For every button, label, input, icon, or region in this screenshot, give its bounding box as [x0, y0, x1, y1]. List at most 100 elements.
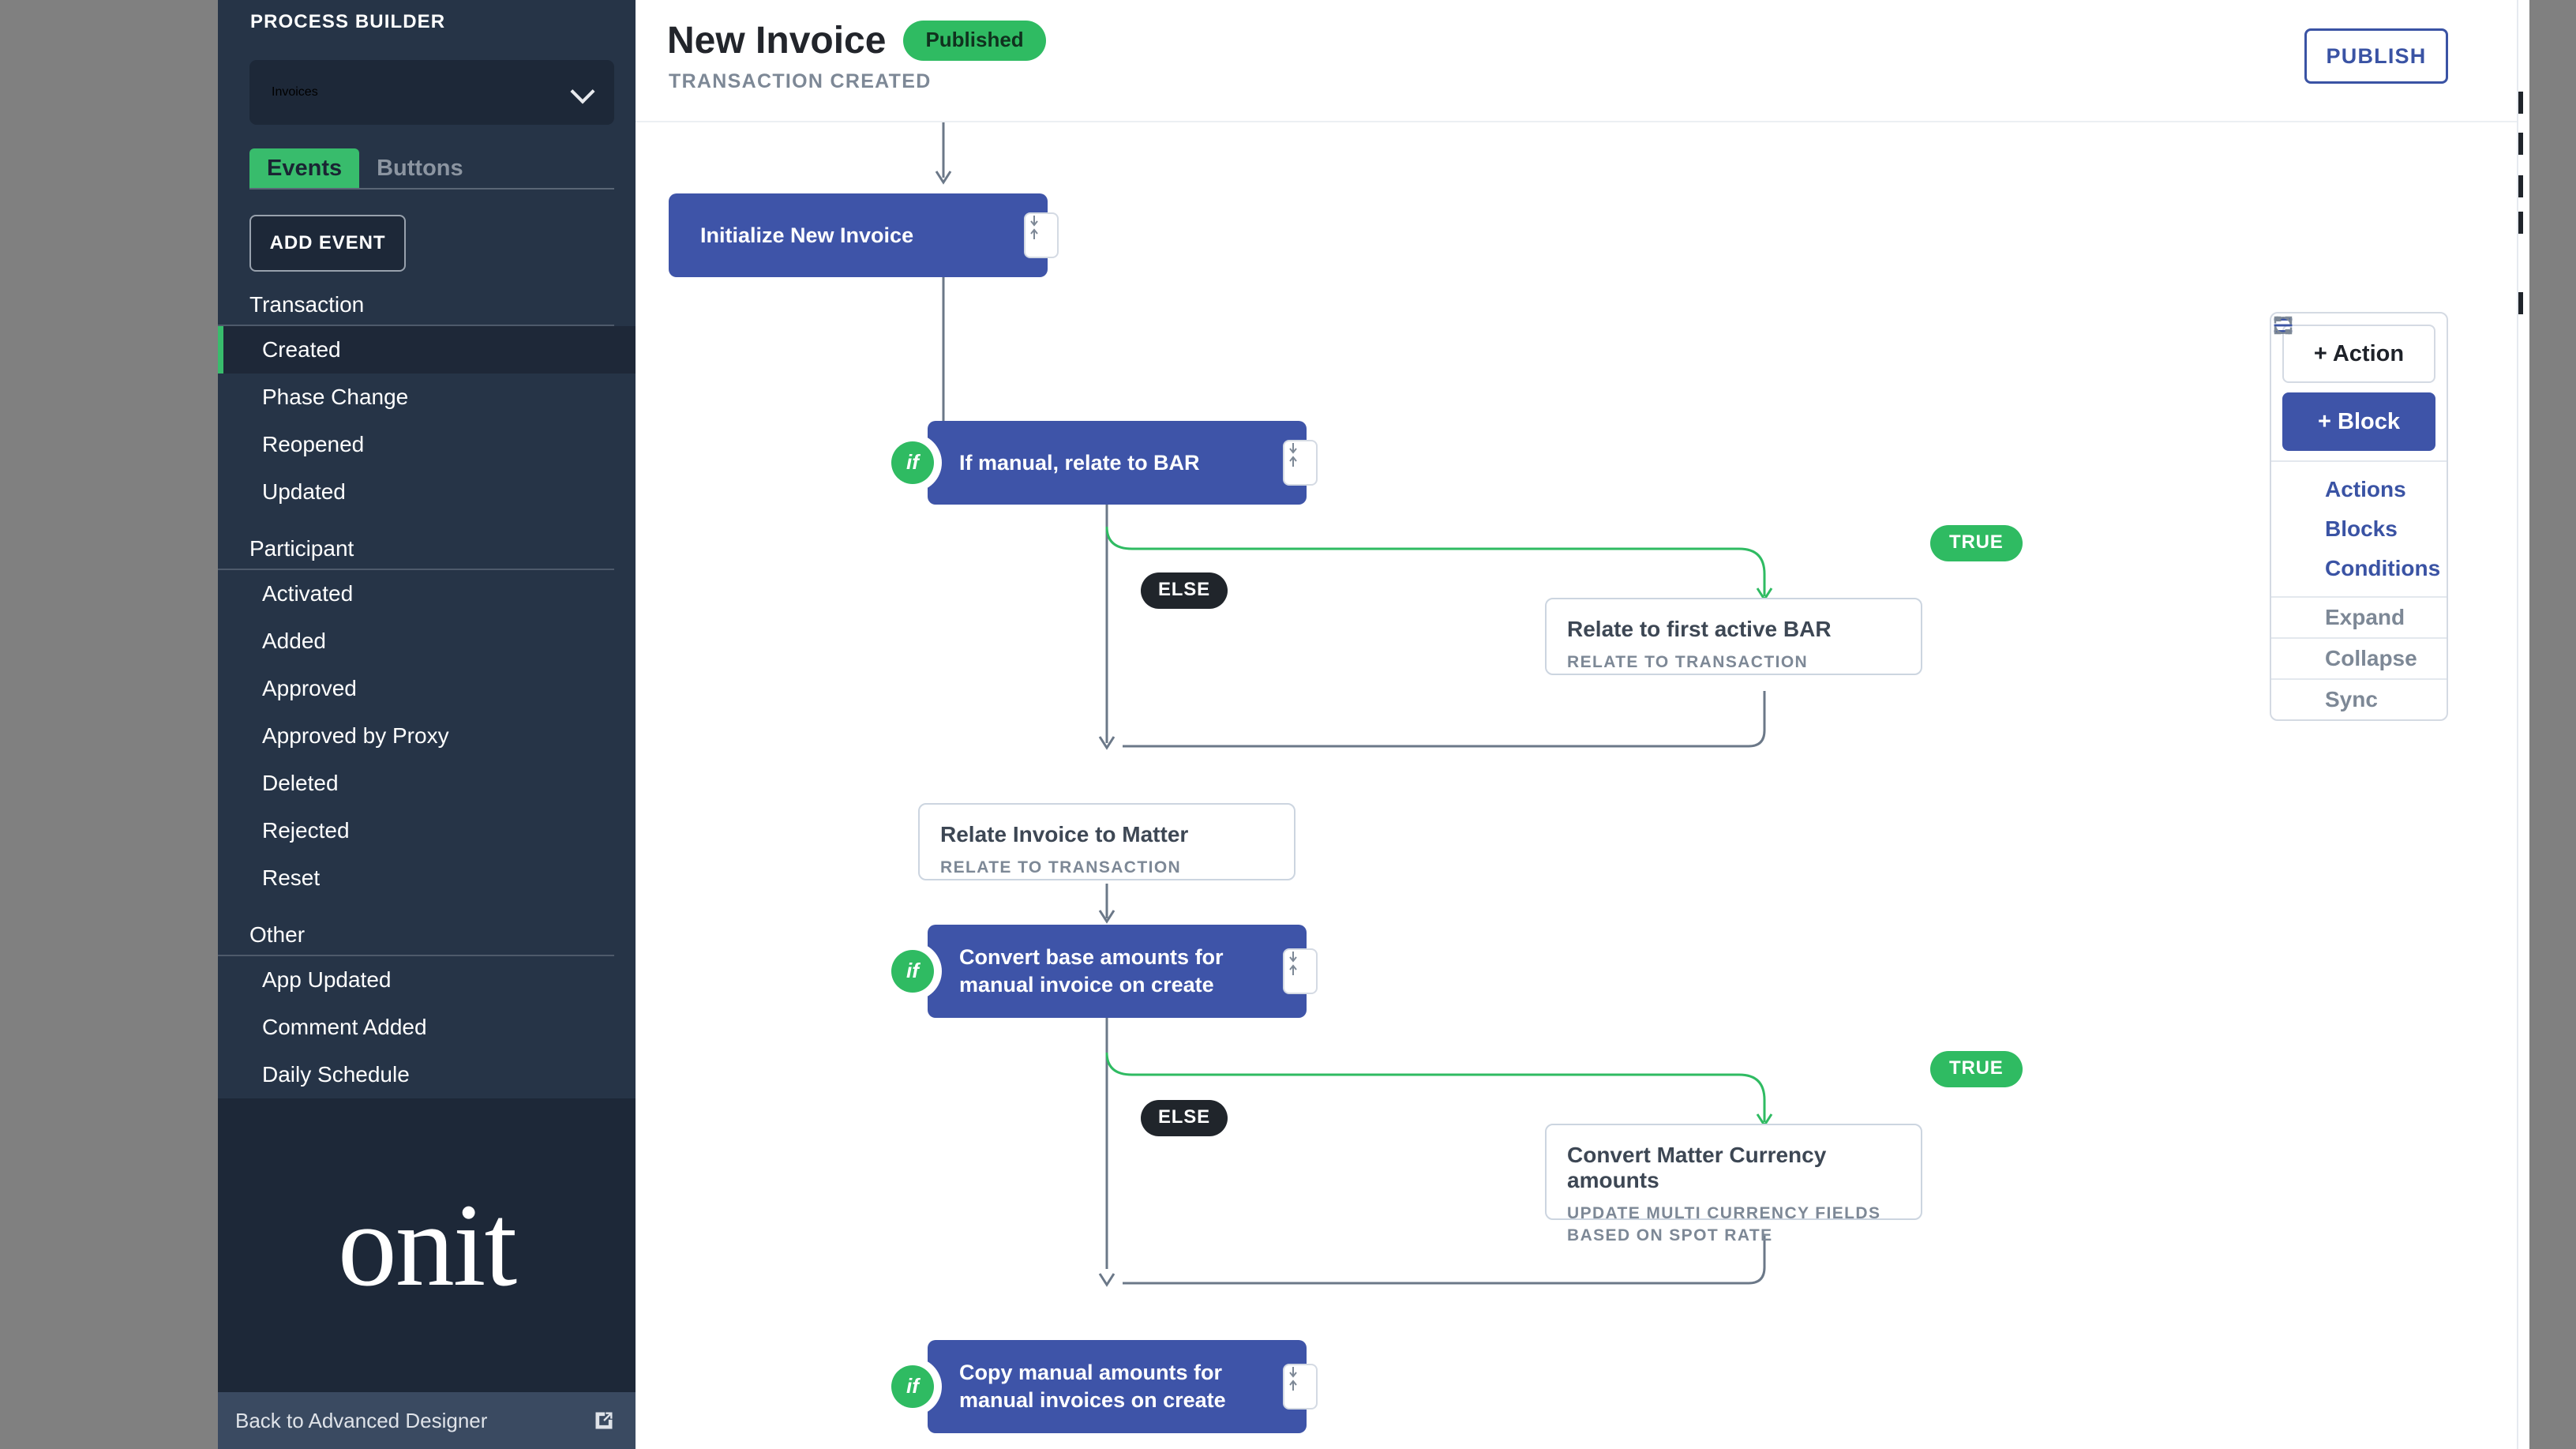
tab-buttons[interactable]: Buttons	[377, 156, 463, 181]
if-badge-icon: if	[891, 1365, 934, 1408]
external-link-icon	[593, 1410, 615, 1432]
actions-link[interactable]: Actions	[2271, 318, 2447, 509]
expand-button[interactable]: Expand	[2271, 316, 2447, 637]
sidebar-item-deleted[interactable]: Deleted	[262, 771, 339, 795]
sidebar-scroll-area: PROCESS BUILDER Invoices Events Buttons …	[218, 0, 636, 1392]
sidebar-item-updated[interactable]: Updated	[262, 479, 346, 504]
branch-pill-true: TRUE	[1930, 1051, 2023, 1087]
conditions-link[interactable]: Conditions	[2271, 318, 2447, 588]
if-badge-icon: if	[891, 441, 934, 484]
page-title: New Invoice	[667, 20, 887, 62]
add-event-button[interactable]: ADD EVENT	[249, 215, 406, 272]
sidebar-item-created[interactable]: Created	[218, 326, 636, 374]
collapse-label: Collapse	[2325, 646, 2417, 670]
sidebar-item-reset[interactable]: Reset	[262, 865, 321, 890]
flow-block-label: Convert base amounts for manual invoice …	[959, 945, 1224, 997]
sidebar-item-approved-by-proxy[interactable]: Approved by Proxy	[262, 723, 449, 748]
sidebar-item-approved[interactable]: Approved	[262, 676, 357, 700]
sidebar-tabs: Events Buttons	[249, 148, 614, 190]
back-link-label: Back to Advanced Designer	[235, 1408, 488, 1432]
sync-label: Sync	[2325, 687, 2378, 711]
flow-tool-panel: + Action + Block Actions Blocks	[2270, 312, 2448, 721]
expand-label: Expand	[2325, 605, 2405, 629]
flow-card-relate-to-first-active-bar[interactable]: Relate to first active BAR RELATE TO TRA…	[1545, 598, 1922, 675]
group-heading-participant: Participant	[218, 516, 614, 570]
flow-card-relate-invoice-to-matter[interactable]: Relate Invoice to Matter RELATE TO TRANS…	[918, 803, 1295, 880]
flow-card-title: Relate to first active BAR	[1567, 617, 1832, 641]
sidebar-item-activated[interactable]: Activated	[262, 581, 354, 606]
edge-mark	[2518, 133, 2523, 155]
edge-mark	[2518, 92, 2523, 114]
edge-mark	[2518, 292, 2523, 314]
list-icon	[2274, 318, 2312, 580]
flow-card-title: Relate Invoice to Matter	[940, 822, 1189, 847]
sync-row-wrap: Sync	[2271, 316, 2447, 719]
sync-icon	[2274, 316, 2312, 711]
title-row: New Invoice Published	[636, 0, 2529, 62]
collapse-icon	[2274, 316, 2312, 670]
list-icon	[2274, 318, 2312, 541]
tool-panel-links-section: Actions Blocks Conditions	[2271, 318, 2447, 598]
collapse-button[interactable]: Collapse	[2271, 316, 2447, 678]
sync-button[interactable]: Sync	[2271, 316, 2447, 719]
flow-block-copy-manual-amounts[interactable]: if Copy manual amounts for manual invoic…	[891, 1340, 1318, 1433]
flow-block-label: Initialize New Invoice	[700, 223, 914, 247]
flow-block-if-manual-relate-to-bar[interactable]: if If manual, relate to BAR	[891, 421, 1318, 505]
flow-card-convert-matter-currency-amounts[interactable]: Convert Matter Currency amounts UPDATE M…	[1545, 1124, 1922, 1244]
sidebar-item-comment-added[interactable]: Comment Added	[262, 1015, 427, 1039]
collapse-vertical-icon[interactable]	[1283, 1364, 1318, 1410]
branch-pill-else: ELSE	[1141, 1100, 1228, 1136]
blocks-link-label: Blocks	[2325, 516, 2398, 541]
back-to-advanced-designer-link[interactable]: Back to Advanced Designer	[218, 1392, 636, 1449]
app-window: PROCESS BUILDER Invoices Events Buttons …	[218, 0, 2529, 1449]
expand-icon	[2274, 316, 2312, 629]
onit-logo: onit	[218, 1098, 636, 1392]
blocks-link[interactable]: Blocks	[2271, 318, 2447, 549]
branch-pill-else: ELSE	[1141, 572, 1228, 609]
sidebar-item-rejected[interactable]: Rejected	[262, 818, 350, 843]
expand-row-wrap: Expand	[2271, 316, 2447, 639]
conditions-link-label: Conditions	[2325, 556, 2441, 580]
flow-block-label: Copy manual amounts for manual invoices …	[959, 1361, 1226, 1412]
branch-pill-true: TRUE	[1930, 525, 2023, 561]
flow-card-subtitle: UPDATE MULTI CURRENCY FIELDS BASED ON SP…	[1567, 1204, 1881, 1244]
flow-canvas[interactable]: Initialize New Invoice if If manual, rel…	[636, 122, 2529, 1449]
flow-block-convert-base-amounts[interactable]: if Convert base amounts for manual invoi…	[891, 925, 1318, 1018]
flow-card-subtitle: RELATE TO TRANSACTION	[1567, 653, 1809, 671]
group-heading-other: Other	[218, 902, 614, 956]
collapse-vertical-icon[interactable]	[1283, 440, 1318, 486]
collapse-vertical-icon[interactable]	[1024, 212, 1059, 258]
tab-events[interactable]: Events	[249, 148, 360, 188]
actions-link-label: Actions	[2325, 477, 2406, 501]
app-select[interactable]: Invoices	[249, 60, 614, 125]
collapse-vertical-icon[interactable]	[1283, 948, 1318, 994]
sidebar-item-phase-change[interactable]: Phase Change	[262, 385, 409, 409]
if-badge-icon: if	[891, 950, 934, 993]
add-action-button[interactable]: + Action	[2282, 325, 2435, 383]
edge-mark	[2518, 212, 2523, 234]
flow-card-title: Convert Matter Currency amounts	[1567, 1143, 1827, 1192]
add-block-button[interactable]: + Block	[2282, 392, 2435, 451]
publish-button[interactable]: PUBLISH	[2304, 28, 2448, 84]
list-icon	[2274, 318, 2312, 501]
main-area: New Invoice Published TRANSACTION CREATE…	[636, 0, 2529, 1449]
edge-mark	[2518, 175, 2523, 197]
sidebar-item-daily-schedule[interactable]: Daily Schedule	[262, 1062, 410, 1087]
flow-connectors	[935, 122, 1773, 1287]
flow-block-initialize-new-invoice[interactable]: Initialize New Invoice	[669, 193, 1059, 277]
chevron-down-icon	[572, 81, 594, 103]
sidebar-item-added[interactable]: Added	[262, 629, 326, 653]
group-heading-transaction: Transaction	[218, 272, 614, 326]
flow-block-label: If manual, relate to BAR	[959, 450, 1200, 475]
onit-logo-text: onit	[337, 1180, 517, 1311]
overflow-edge-strip	[2517, 0, 2529, 1449]
collapse-row-wrap: Collapse	[2271, 316, 2447, 680]
sidebar-title: PROCESS BUILDER	[250, 11, 446, 32]
flow-card-subtitle: RELATE TO TRANSACTION	[940, 858, 1182, 877]
sidebar-item-reopened[interactable]: Reopened	[262, 432, 365, 456]
app-select-value: Invoices	[272, 85, 318, 99]
page-subtitle: TRANSACTION CREATED	[669, 70, 932, 92]
status-badge: Published	[903, 21, 1046, 61]
page-header: New Invoice Published TRANSACTION CREATE…	[636, 0, 2529, 122]
sidebar-item-app-updated[interactable]: App Updated	[262, 967, 392, 992]
